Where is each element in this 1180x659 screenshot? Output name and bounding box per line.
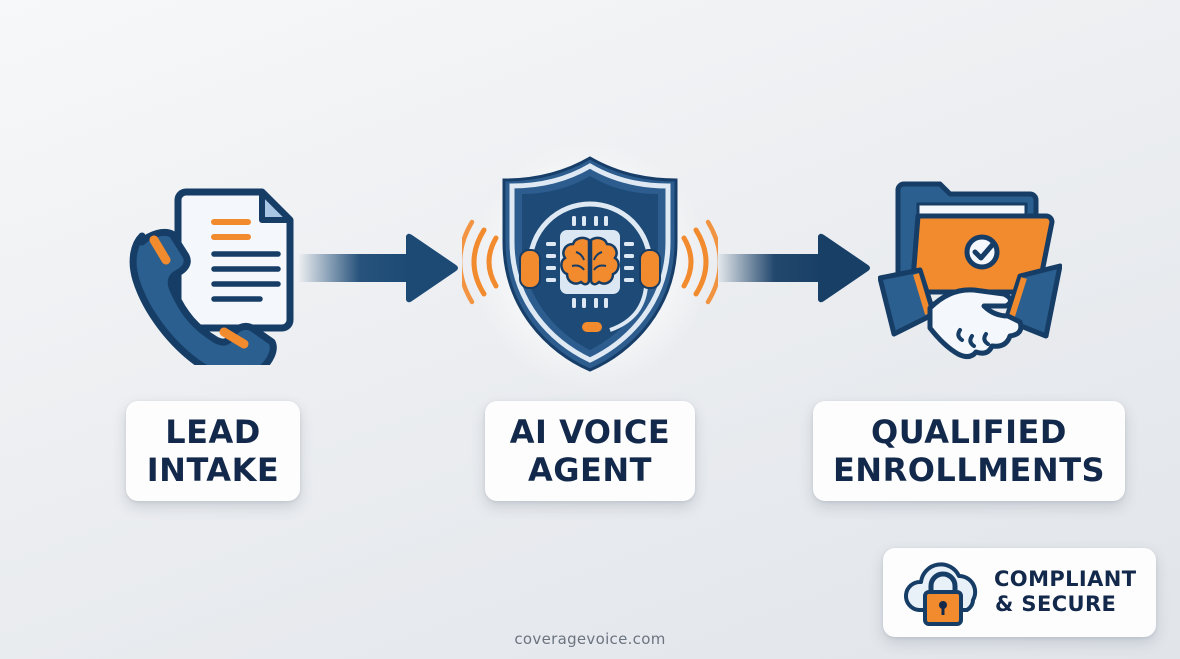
arrow-right-icon bbox=[716, 228, 872, 308]
label-line: LEAD bbox=[165, 413, 261, 451]
website-footer: coveragevoice.com bbox=[514, 630, 666, 648]
phone-document-icon bbox=[112, 180, 297, 365]
label-line: QUALIFIED bbox=[871, 413, 1067, 451]
lead-intake-label: LEAD INTAKE bbox=[126, 401, 300, 501]
label-line: AI VOICE bbox=[509, 413, 671, 451]
qualified-enrollments-label: QUALIFIED ENROLLMENTS bbox=[813, 401, 1125, 501]
label-line: ENROLLMENTS bbox=[832, 451, 1106, 489]
shield-headset-brain-icon bbox=[462, 152, 718, 376]
arrow-right-icon bbox=[298, 228, 460, 308]
label-line: INTAKE bbox=[146, 451, 280, 489]
compliant-secure-badge: COMPLIANT & SECURE bbox=[883, 548, 1156, 637]
cloud-lock-icon bbox=[901, 558, 985, 630]
folder-check-handshake-icon bbox=[878, 174, 1062, 374]
badge-line: COMPLIANT bbox=[994, 567, 1137, 591]
badge-text: COMPLIANT & SECURE bbox=[994, 567, 1137, 617]
ai-voice-agent-label: AI VOICE AGENT bbox=[485, 401, 695, 501]
label-line: AGENT bbox=[528, 451, 652, 489]
badge-line: & SECURE bbox=[995, 592, 1117, 616]
